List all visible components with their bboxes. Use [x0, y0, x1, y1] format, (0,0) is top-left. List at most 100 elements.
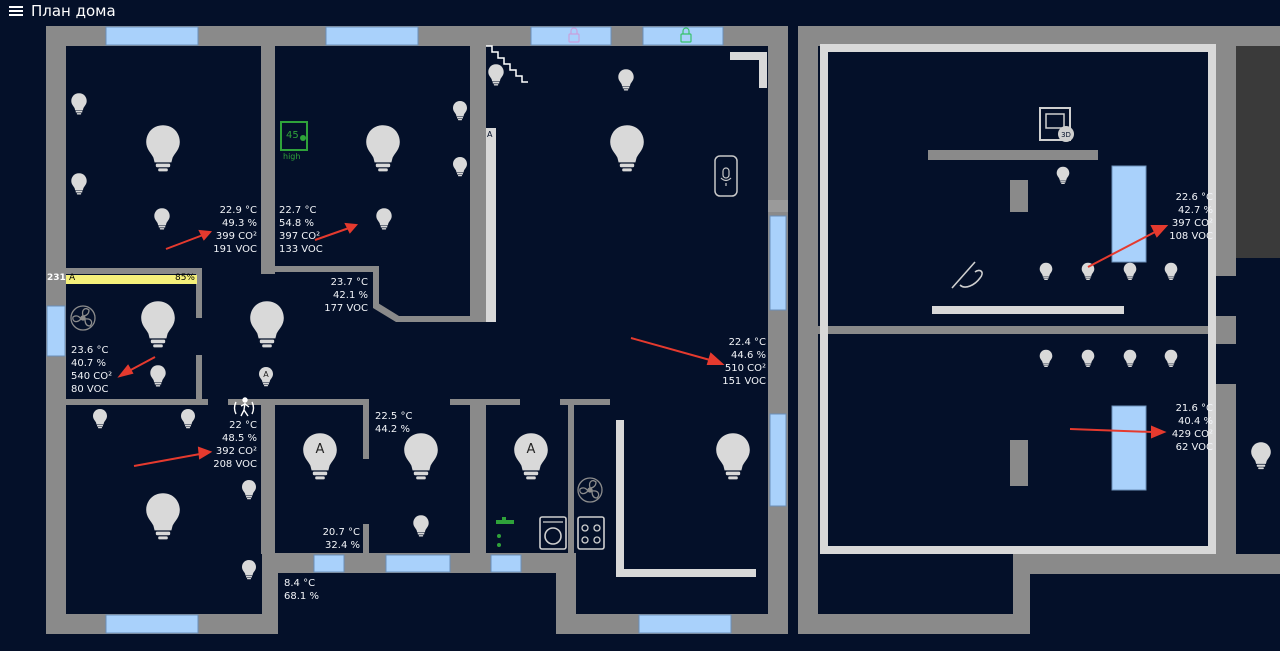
- voc-value: 133 VOC: [279, 244, 323, 255]
- co2-value: 397 CO²: [1171, 218, 1213, 229]
- light-bulb-icon[interactable]: [716, 433, 750, 480]
- lock-icon[interactable]: [680, 27, 692, 43]
- humidity-value: 44.2 %: [375, 424, 410, 435]
- light-bulb-icon[interactable]: [366, 125, 400, 172]
- windows: [46, 26, 1147, 634]
- co2-value: 510 CO²: [724, 363, 766, 374]
- soldering-iron-icon[interactable]: [951, 261, 983, 289]
- humidity-value: 42.1 %: [333, 290, 368, 301]
- arrow-indicator-icon: [630, 337, 725, 365]
- plant-status: high: [283, 152, 301, 161]
- plant-value: 45: [286, 130, 299, 141]
- sensor-wc[interactable]: 20.7 °C 32.4 %: [316, 526, 360, 552]
- arrow-indicator-icon: [133, 446, 213, 467]
- voc-value: 80 VOC: [71, 384, 109, 395]
- sensor-room3[interactable]: 22 °C 48.5 % 392 CO² 208 VOC: [200, 419, 257, 471]
- sensor-room1[interactable]: 22.9 °C 49.3 % 399 CO² 191 VOC: [199, 204, 257, 256]
- bulb-label: A: [263, 370, 269, 379]
- stairs-icon: [486, 45, 528, 83]
- sensor-living[interactable]: 22.4 °C 44.6 % 510 CO² 151 VOC: [712, 336, 766, 388]
- arrow-indicator-icon: [1087, 225, 1169, 268]
- humidity-value: 68.1 %: [284, 591, 319, 602]
- light-bulb-icon[interactable]: [404, 433, 438, 480]
- light-bulb-icon[interactable]: [618, 69, 634, 91]
- light-bulb-icon[interactable]: [71, 173, 87, 195]
- light-bulb-icon[interactable]: [1056, 166, 1070, 185]
- arrow-indicator-icon: [1069, 425, 1167, 439]
- voc-value: 208 VOC: [213, 459, 257, 470]
- humidity-value: 42.7 %: [1178, 205, 1213, 216]
- humidity-value: 49.3 %: [222, 218, 257, 229]
- light-bulb-icon[interactable]: [488, 64, 504, 86]
- arrow-indicator-icon: [117, 356, 156, 378]
- light-bulb-icon[interactable]: [453, 157, 467, 177]
- temp-value: 22.7 °C: [279, 205, 317, 216]
- light-bulb-icon[interactable]: [453, 101, 467, 121]
- light-bulb-icon[interactable]: [413, 515, 429, 537]
- light-bulb-icon[interactable]: [150, 365, 166, 387]
- sensor-hall[interactable]: 23.7 °C 42.1 % 177 VOC: [318, 276, 368, 315]
- washing-machine-icon[interactable]: [539, 516, 567, 550]
- light-bulb-icon[interactable]: [154, 208, 170, 230]
- cooktop-icon[interactable]: [577, 516, 605, 550]
- sensor-garage-top[interactable]: 22.6 °C 42.7 % 397 CO² 108 VOC: [1160, 191, 1213, 243]
- faucet-icon[interactable]: [496, 517, 514, 547]
- plant-sensor-icon[interactable]: [280, 121, 308, 151]
- 3d-printer-icon[interactable]: 3D: [1039, 107, 1074, 142]
- light-bulb-icon[interactable]: [1081, 349, 1095, 368]
- light-bulb-icon[interactable]: [146, 125, 180, 172]
- app-header: План дома: [0, 0, 1280, 24]
- vacuum-battery: 85%: [174, 273, 195, 283]
- light-bulb-icon[interactable]: [1251, 442, 1271, 470]
- co2-value: 392 CO²: [215, 446, 257, 457]
- humidity-value: 44.6 %: [731, 350, 766, 361]
- voc-value: 177 VOC: [324, 303, 368, 314]
- smart-speaker-icon[interactable]: [714, 155, 738, 197]
- page-title: План дома: [31, 2, 116, 20]
- sensor-garage-bottom[interactable]: 21.6 °C 40.4 % 429 CO² 62 VOC: [1160, 402, 1213, 454]
- light-bulb-icon[interactable]: [1039, 349, 1053, 368]
- sensor-closet[interactable]: 22.5 °C 44.2 %: [375, 410, 412, 436]
- light-bulb-icon[interactable]: [181, 409, 195, 429]
- light-bulb-icon[interactable]: [1164, 262, 1178, 281]
- lock-icon[interactable]: [568, 27, 580, 43]
- sensor-bath-small[interactable]: 23.6 °C 40.7 % 540 CO² 80 VOC: [71, 344, 112, 396]
- light-bulb-icon[interactable]: [141, 301, 175, 348]
- humidity-value: 48.5 %: [222, 433, 257, 444]
- humidity-value: 40.7 %: [71, 358, 106, 369]
- motion-sensor-icon[interactable]: [233, 397, 255, 417]
- vacuum-battery-bar[interactable]: A 85%: [66, 273, 197, 284]
- fan-icon[interactable]: [577, 477, 603, 503]
- co2-value: 397 CO²: [279, 231, 321, 242]
- arrow-indicator-icon: [314, 222, 359, 241]
- light-bulb-icon[interactable]: [1123, 262, 1137, 281]
- co2-value: 540 CO²: [71, 371, 113, 382]
- temp-value: 21.6 °C: [1175, 403, 1213, 414]
- light-bulb-icon[interactable]: [610, 125, 644, 172]
- fan-icon[interactable]: [70, 305, 96, 331]
- light-bulb-icon[interactable]: [1123, 349, 1137, 368]
- co2-value: 429 CO²: [1171, 429, 1213, 440]
- hamburger-menu-icon[interactable]: [9, 4, 23, 18]
- light-bulb-icon[interactable]: [242, 480, 256, 500]
- voc-value: 108 VOC: [1169, 231, 1213, 242]
- voc-value: 62 VOC: [1175, 442, 1213, 453]
- sensor-room2[interactable]: 22.7 °C 54.8 % 397 CO² 133 VOC: [279, 204, 323, 256]
- door-marker-a: A: [487, 130, 493, 139]
- light-bulb-icon[interactable]: [242, 560, 256, 580]
- light-bulb-icon[interactable]: [376, 208, 392, 230]
- temp-value: 22 °C: [229, 420, 257, 431]
- light-bulb-icon[interactable]: [71, 93, 87, 115]
- temp-value: 22.9 °C: [219, 205, 257, 216]
- temp-value: 22.4 °C: [728, 337, 766, 348]
- voc-value: 151 VOC: [722, 376, 766, 387]
- light-bulb-icon[interactable]: [1039, 262, 1053, 281]
- humidity-value: 54.8 %: [279, 218, 314, 229]
- light-bulb-icon[interactable]: [1164, 349, 1178, 368]
- light-bulb-icon[interactable]: [250, 301, 284, 348]
- sensor-outdoor[interactable]: 8.4 °C 68.1 %: [284, 577, 319, 603]
- light-bulb-icon[interactable]: [93, 409, 107, 429]
- humidity-value: 40.4 %: [1178, 416, 1213, 427]
- light-bulb-icon[interactable]: [146, 493, 180, 540]
